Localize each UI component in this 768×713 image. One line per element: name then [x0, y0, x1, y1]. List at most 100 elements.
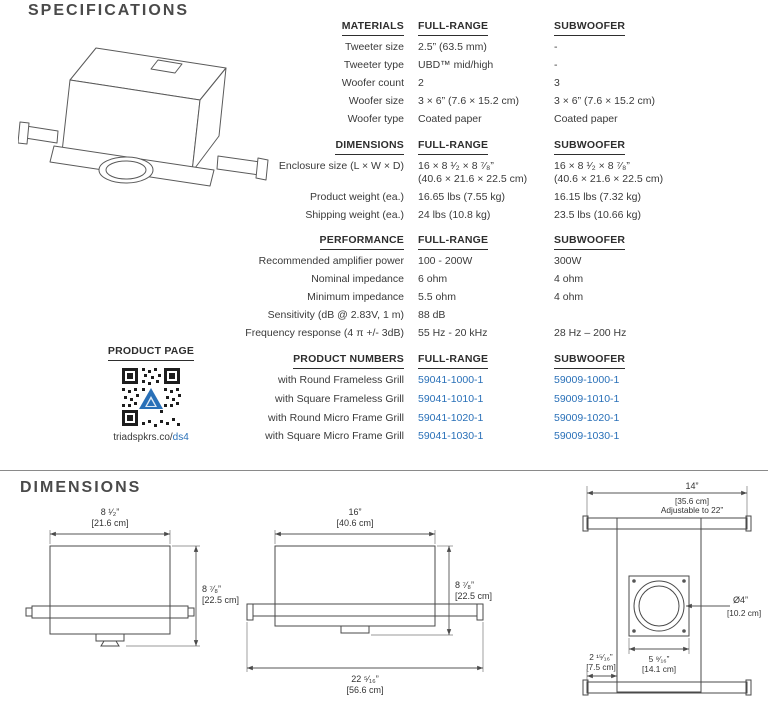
plan-top-inches-label: 14” — [685, 481, 698, 491]
plan-offset-metric-label: [7.5 cm] — [586, 662, 616, 672]
front-left-tab — [25, 607, 33, 617]
left-rail-bracket — [17, 121, 30, 145]
plan-top-metric-label: [35.6 cm] — [675, 496, 709, 506]
product-number-subwoofer: 59009-1010-1 — [554, 392, 620, 405]
front-flange-plate — [31, 605, 189, 619]
performance-header-cell: PERFORMANCE — [0, 224, 404, 253]
performance-section: PERFORMANCE FULL-RANGE SUBWOOFER Recomme… — [0, 224, 730, 343]
spec-row-label: Tweeter size — [345, 41, 404, 53]
full-range-column-header: FULL-RANGE — [418, 353, 489, 369]
front-height-inches-label: 8 ⁷⁄₈” — [202, 584, 221, 594]
spec-value-subwoofer: 4 ohm — [554, 291, 584, 303]
spec-value-subwoofer: 4 ohm — [554, 273, 584, 285]
enclosure-handle-cutout — [150, 59, 183, 74]
spec-value-fullrange: 2 — [418, 77, 424, 89]
product-row-label: with Round Micro Frame Grill — [268, 411, 404, 424]
spec-value-subwoofer: 16.15 lbs (7.32 kg) — [554, 190, 641, 203]
materials-header-cell: MATERIALS — [0, 20, 404, 39]
spec-row-label: Recommended amplifier power — [258, 255, 404, 267]
front-width-inches-label: 8 ¹⁄₂” — [101, 507, 120, 517]
subwoofer-column-header: SUBWOOFER — [554, 353, 626, 369]
dimensions-header: DIMENSIONS — [335, 139, 404, 155]
plan-driver-frame — [628, 575, 690, 637]
spec-row-label: Sensitivity (dB @ 2.83V, 1 m) — [267, 309, 404, 321]
front-body-outline — [49, 545, 171, 635]
side-height-inches-label: 8 ⁷⁄₈” — [455, 580, 474, 590]
link-ds4[interactable]: ds4 — [172, 432, 189, 443]
plan-driver-circle-outer — [633, 580, 685, 632]
materials-fullrange-header-cell: FULL-RANGE — [418, 20, 540, 39]
spec-value-subwoofer: Coated paper — [554, 113, 618, 125]
side-rail-plate — [252, 603, 478, 617]
full-range-column-header: FULL-RANGE — [418, 234, 489, 250]
performance-fullrange-header-cell: FULL-RANGE — [418, 224, 540, 253]
spec-value-subwoofer: 23.5 lbs (10.66 kg) — [554, 208, 641, 221]
spec-value-fullrange: 5.5 ohm — [418, 291, 456, 303]
side-body-outline — [274, 545, 436, 627]
performance-subwoofer-header-cell: SUBWOOFER — [554, 224, 714, 253]
spec-row-label: Shipping weight (ea.) — [305, 208, 404, 221]
materials-section: MATERIALS FULL-RANGE SUBWOOFER Tweeter s… — [0, 20, 730, 129]
dimensions-section: DIMENSIONS FULL-RANGE SUBWOOFER Enclosur… — [0, 129, 730, 225]
side-height-metric-label: [22.5 cm] — [455, 591, 492, 601]
spec-table: MATERIALS FULL-RANGE SUBWOOFER Tweeter s… — [0, 20, 730, 447]
side-view-drawing: 16” [40.6 cm] 8 ⁷⁄₈” [22.5 cm] 22 ⁵⁄₁₆” … — [245, 504, 535, 709]
product-number-subwoofer: 59009-1020-1 — [554, 411, 620, 424]
full-range-column-header: FULL-RANGE — [418, 20, 489, 36]
spec-value-fullrange: 6 ohm — [418, 273, 448, 285]
spec-row-label: Tweeter type — [343, 59, 404, 71]
spec-value-subwoofer: 28 Hz – 200 Hz — [554, 327, 627, 339]
spec-value-fullrange: 16.65 lbs (7.55 kg) — [418, 190, 505, 203]
plan-view-drawing: 14” [35.6 cm] Adjustable to 22” Ø4” [10.… — [572, 480, 768, 713]
product-subwoofer-header-cell: SUBWOOFER — [554, 343, 714, 372]
dimensions-fullrange-header-cell: FULL-RANGE — [418, 129, 540, 158]
spec-value-subwoofer: 3 — [554, 77, 560, 89]
specifications-title: SPECIFICATIONS — [28, 2, 190, 19]
plan-adjustable-note: Adjustable to 22” — [661, 505, 724, 515]
front-center-tab — [95, 633, 125, 642]
spec-row-label: Woofer count — [341, 77, 404, 89]
product-fullrange-header-cell: FULL-RANGE — [418, 343, 540, 372]
plan-diameter-metric-label: [10.2 cm] — [727, 608, 761, 618]
spec-value-fullrange: 88 dB — [418, 309, 446, 321]
plan-frame-width-inches-label: 5 ⁹⁄₁₆” — [649, 654, 670, 664]
spec-value-fullrange: UBD™ mid/high — [418, 59, 494, 71]
spec-value-fullrange: 100 - 200W — [418, 255, 473, 267]
spec-row-label: Frequency response (4 π +/- 3dB) — [245, 327, 404, 339]
spec-row-label: Product weight (ea.) — [310, 190, 404, 203]
product-page-header: PRODUCT PAGE — [107, 345, 195, 361]
speaker-isometric-drawing — [17, 34, 278, 231]
dimensions-header-cell: DIMENSIONS — [0, 129, 404, 158]
spec-row-label: Nominal impedance — [311, 273, 404, 285]
link-prefix: triadspkrs.co/ — [113, 432, 173, 443]
product-numbers-section: PRODUCT PAGE triadspkrs.co/d — [0, 343, 730, 447]
plan-bottom-rail-right-bracket — [745, 679, 752, 696]
product-row-label: with Square Frameless Grill — [275, 392, 404, 405]
product-page-link: triadspkrs.co/ds4 — [113, 431, 189, 444]
dimensions-title: DIMENSIONS — [20, 479, 142, 496]
spec-row-label: Woofer type — [347, 113, 404, 125]
front-foot — [100, 640, 120, 647]
front-width-metric-label: [21.6 cm] — [91, 518, 128, 528]
product-numbers-header: PRODUCT NUMBERS — [293, 353, 404, 369]
plan-frame-width-metric-label: [14.1 cm] — [642, 664, 676, 674]
spec-value-fullrange: 24 lbs (10.8 kg) — [418, 208, 491, 221]
plan-driver-circle-inner — [638, 585, 680, 627]
product-row-label: with Square Micro Frame Grill — [265, 430, 404, 443]
product-number-fullrange: 59041-1030-1 — [418, 430, 484, 443]
plan-diameter-inches-label: Ø4” — [733, 595, 748, 605]
section-divider — [0, 470, 768, 471]
product-number-fullrange: 59041-1020-1 — [418, 411, 484, 424]
materials-header: MATERIALS — [341, 20, 404, 36]
product-number-subwoofer: 59009-1030-1 — [554, 430, 620, 443]
spec-value-subwoofer: 300W — [554, 255, 582, 267]
subwoofer-column-header: SUBWOOFER — [554, 139, 626, 155]
product-row-label: with Round Frameless Grill — [277, 374, 404, 387]
plan-offset-inches-label: 2 ¹⁵⁄₁₆” — [589, 652, 613, 662]
plan-bottom-rail — [586, 681, 748, 694]
side-right-hook — [476, 603, 484, 621]
spec-value-fullrange: Coated paper — [418, 113, 482, 125]
product-number-fullrange: 59041-1010-1 — [418, 392, 484, 405]
front-right-tab — [187, 607, 195, 617]
spec-value-fullrange: 2.5” (63.5 mm) — [418, 41, 487, 53]
